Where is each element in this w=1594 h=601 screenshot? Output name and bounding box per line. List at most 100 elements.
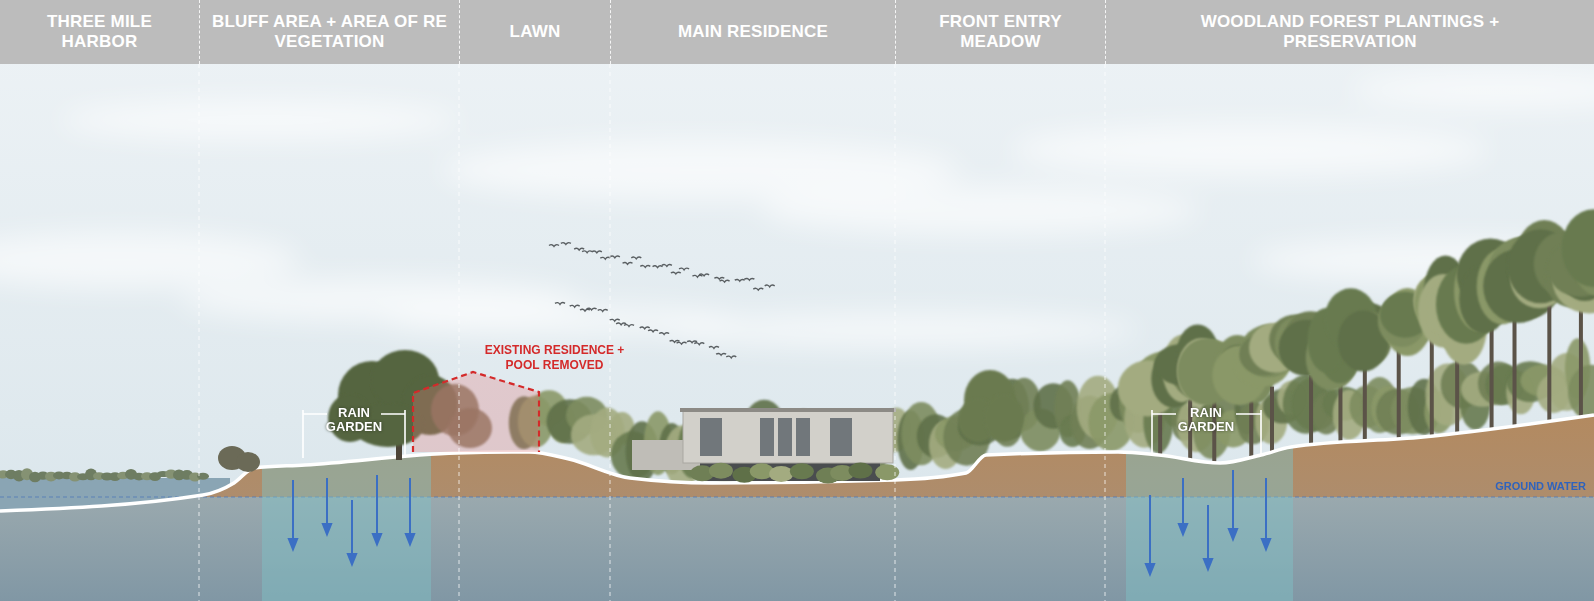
bird <box>726 356 736 358</box>
bird <box>679 268 689 270</box>
bird <box>714 277 724 279</box>
bird <box>671 272 681 274</box>
bird <box>753 288 763 290</box>
tree-trunk <box>1547 294 1551 420</box>
far-shoreline <box>0 468 209 482</box>
zone-header-cell: THREE MILE HARBOR <box>0 0 199 64</box>
groundwater-zone <box>0 497 1594 601</box>
zone-header-cell: LAWN <box>459 0 610 64</box>
bird <box>610 256 620 258</box>
bird <box>587 308 597 310</box>
bird <box>598 310 608 312</box>
bird <box>561 243 571 245</box>
bird <box>640 266 650 268</box>
house-window <box>760 418 774 456</box>
zone-header-cell: BLUFF AREA + AREA OF RE VEGETATION <box>199 0 459 64</box>
tree-trunk <box>1579 296 1583 417</box>
rain-garden-label: RAIN GARDEN <box>322 406 386 434</box>
house-volume <box>683 411 893 463</box>
bird <box>699 274 709 276</box>
zone-heading: BLUFF AREA + AREA OF RE VEGETATION <box>210 12 450 51</box>
bird <box>662 265 672 267</box>
foundation-shrub <box>848 463 872 479</box>
bird <box>735 279 745 281</box>
house-window <box>796 418 810 456</box>
bird <box>624 325 634 327</box>
bird <box>653 266 663 268</box>
bird <box>692 275 702 277</box>
removed-structure-note: EXISTING RESIDENCE + POOL REMOVED <box>467 343 642 373</box>
groundwater-line <box>0 497 1594 498</box>
zone-divider <box>1105 64 1106 601</box>
ground-section <box>0 415 1594 601</box>
tree-trunk <box>1249 397 1253 457</box>
bird <box>555 303 565 305</box>
house-roof <box>680 408 896 412</box>
cloud <box>1010 124 1490 176</box>
bird <box>720 280 730 282</box>
foundation-shrub <box>769 466 793 482</box>
house-window <box>830 418 852 456</box>
bluff-shrub <box>236 452 260 472</box>
bird <box>549 245 559 247</box>
infiltration-arrow <box>1149 495 1151 570</box>
zone-heading: LAWN <box>510 22 561 42</box>
bird <box>580 309 590 311</box>
cloud <box>760 186 1200 234</box>
tree-canopy <box>984 394 1024 442</box>
zone-heading: WOODLAND FOREST PLANTINGS + PRESERVATION <box>1155 12 1545 51</box>
bird <box>570 305 580 307</box>
infiltration-arrow <box>1182 478 1184 530</box>
bird <box>648 330 658 332</box>
zone-header-cell: WOODLAND FOREST PLANTINGS + PRESERVATION <box>1105 0 1594 64</box>
house-window <box>778 418 792 456</box>
infiltration-arrow <box>351 500 353 560</box>
cloud <box>0 232 300 288</box>
bird <box>623 262 633 264</box>
zone-divider <box>199 64 200 601</box>
zone-heading: FRONT ENTRY MEADOW <box>921 12 1081 51</box>
zone-divider <box>459 64 460 601</box>
removed-residence-outline <box>413 372 539 452</box>
zone-header-cell: FRONT ENTRY MEADOW <box>895 0 1105 64</box>
cloud <box>1350 72 1594 108</box>
tree-canopy <box>1562 209 1594 287</box>
zone-heading: MAIN RESIDENCE <box>678 22 828 42</box>
bird <box>582 251 592 253</box>
foundation-shrub <box>709 463 733 479</box>
rain-garden-label: RAIN GARDEN <box>1174 406 1238 434</box>
bird <box>677 342 687 344</box>
section-annotations <box>199 64 1261 601</box>
tree-trunk <box>1430 330 1434 436</box>
zone-divider <box>610 64 611 601</box>
infiltration-arrow <box>326 478 328 530</box>
bird-flock <box>549 243 775 358</box>
bird <box>694 343 704 345</box>
bird <box>716 353 726 355</box>
main-residence <box>632 408 899 484</box>
foundation-shrub <box>875 464 899 480</box>
cloud <box>380 304 740 336</box>
cloud <box>60 100 460 140</box>
infiltration-arrow <box>376 475 378 540</box>
zone-heading: THREE MILE HARBOR <box>25 12 175 51</box>
bird <box>659 333 669 335</box>
bird <box>610 319 620 321</box>
bird <box>592 251 602 253</box>
infiltration-arrow <box>1265 478 1267 545</box>
groundwater-label: GROUND WATER <box>1470 480 1586 493</box>
bird <box>574 248 584 250</box>
tree-trunk <box>1309 375 1313 446</box>
infiltration-arrow <box>292 480 294 545</box>
tree-trunk <box>1397 340 1401 439</box>
bird <box>631 257 641 259</box>
infiltration-arrow <box>1207 505 1209 565</box>
house-window <box>700 418 722 456</box>
bird <box>600 257 610 259</box>
bird <box>765 285 775 287</box>
zone-divider <box>895 64 896 601</box>
bird <box>744 278 754 280</box>
